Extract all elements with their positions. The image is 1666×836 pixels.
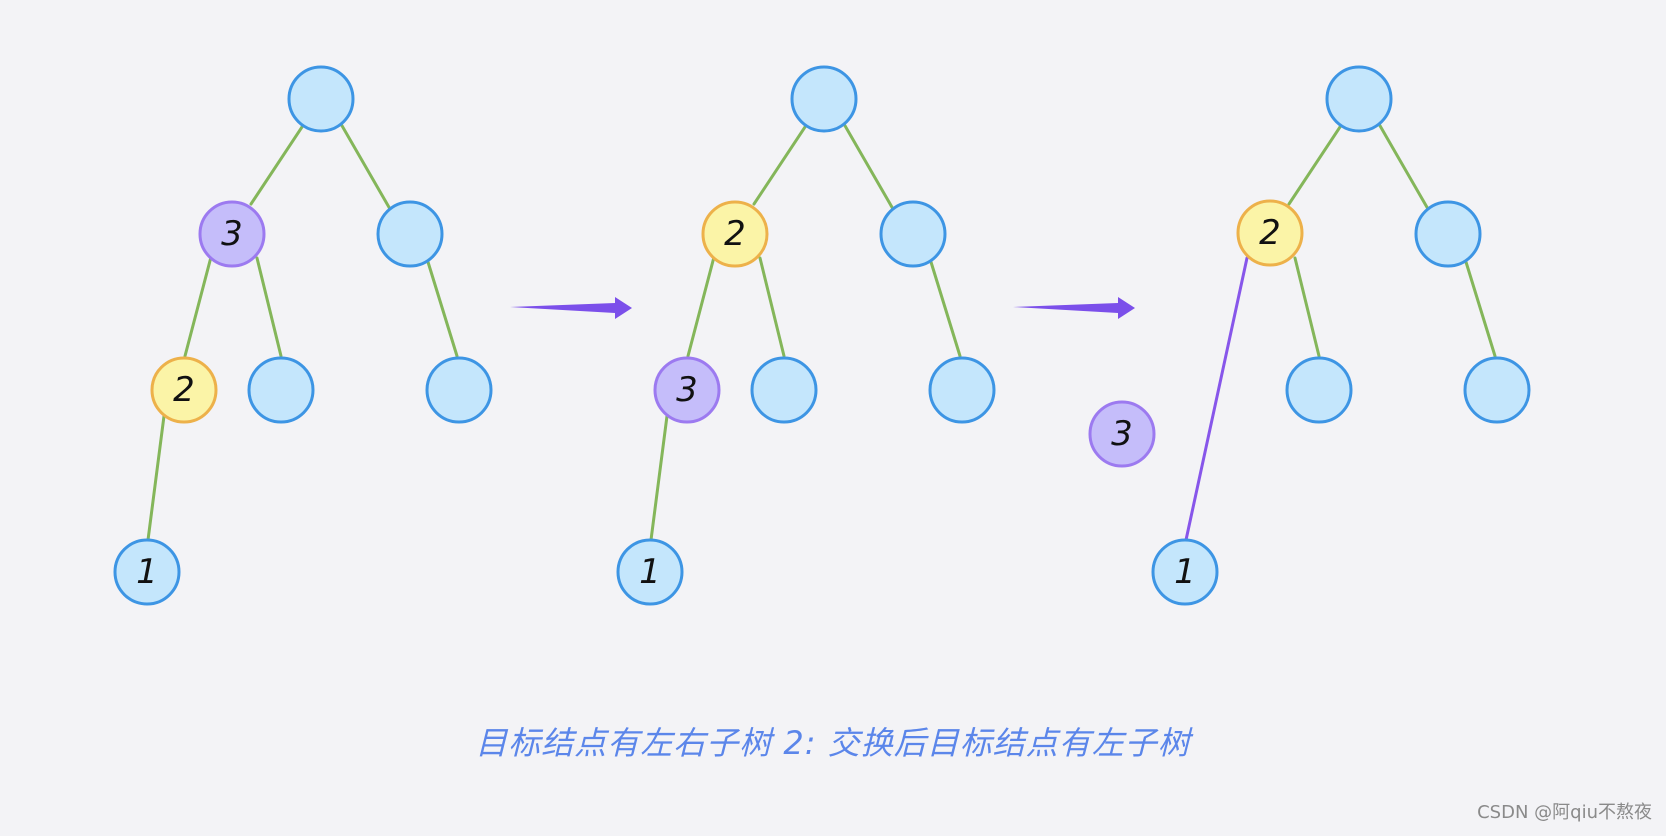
tree-node-successor: 2 — [701, 200, 769, 268]
edge — [1287, 122, 1344, 206]
watermark: CSDN @阿qiu不熬夜 — [1477, 802, 1652, 823]
panel-3-edges — [1184, 122, 1497, 542]
edge — [426, 260, 459, 358]
node-label: 2 — [173, 370, 195, 410]
edge — [1293, 256, 1321, 358]
edge — [249, 122, 306, 206]
tree-node-leaf: 1 — [616, 538, 684, 606]
panel-3-after: 2 1 3 — [1088, 65, 1531, 606]
tree-node-successor: 2 — [150, 356, 218, 424]
panel-2-edges — [649, 122, 962, 542]
tree-node-right — [376, 200, 444, 268]
edge — [1464, 260, 1497, 358]
transition-arrow-2 — [1013, 297, 1135, 319]
tree-node — [928, 356, 996, 424]
tree-node — [425, 356, 493, 424]
tree-node-target: 3 — [653, 356, 721, 424]
edge — [146, 414, 166, 542]
reconnected-edge — [1184, 256, 1249, 542]
panel-1-before: 3 2 1 — [113, 65, 493, 606]
detached-target-node: 3 — [1088, 400, 1156, 468]
tree-node — [1285, 356, 1353, 424]
edge — [842, 122, 895, 211]
tree-node-leaf: 1 — [1151, 538, 1219, 606]
node-label: 1 — [136, 552, 158, 592]
tree-node-root — [287, 65, 355, 133]
edge — [649, 414, 669, 542]
transition-arrow-1 — [510, 297, 632, 319]
diagram-caption: 目标结点有左右子树 2: 交换后目标结点有左子树 — [475, 724, 1191, 762]
tree-node — [247, 356, 315, 424]
node-label: 2 — [724, 214, 746, 254]
panel-1-edges — [146, 122, 459, 542]
tree-node — [750, 356, 818, 424]
tree-node-root — [1325, 65, 1393, 133]
tree-node-leaf: 1 — [113, 538, 181, 606]
tree-node-target: 3 — [198, 200, 266, 268]
edge — [686, 255, 716, 358]
tree-node-root — [790, 65, 858, 133]
edge — [1377, 122, 1430, 211]
tree-node-right — [879, 200, 947, 268]
tree-node-right — [1414, 200, 1482, 268]
edge — [758, 256, 786, 358]
edge — [183, 255, 213, 358]
edge — [929, 260, 962, 358]
tree-node — [1463, 356, 1531, 424]
node-label: 3 — [221, 214, 243, 254]
edge — [339, 122, 392, 211]
edge — [752, 122, 809, 206]
node-label: 1 — [639, 552, 661, 592]
node-label: 3 — [1111, 414, 1133, 454]
edge — [255, 256, 283, 358]
panel-2-swapped: 2 3 1 — [616, 65, 996, 606]
node-label: 2 — [1259, 213, 1281, 253]
tree-node-successor: 2 — [1236, 199, 1304, 267]
node-label: 3 — [676, 370, 698, 410]
node-label: 1 — [1174, 552, 1196, 592]
